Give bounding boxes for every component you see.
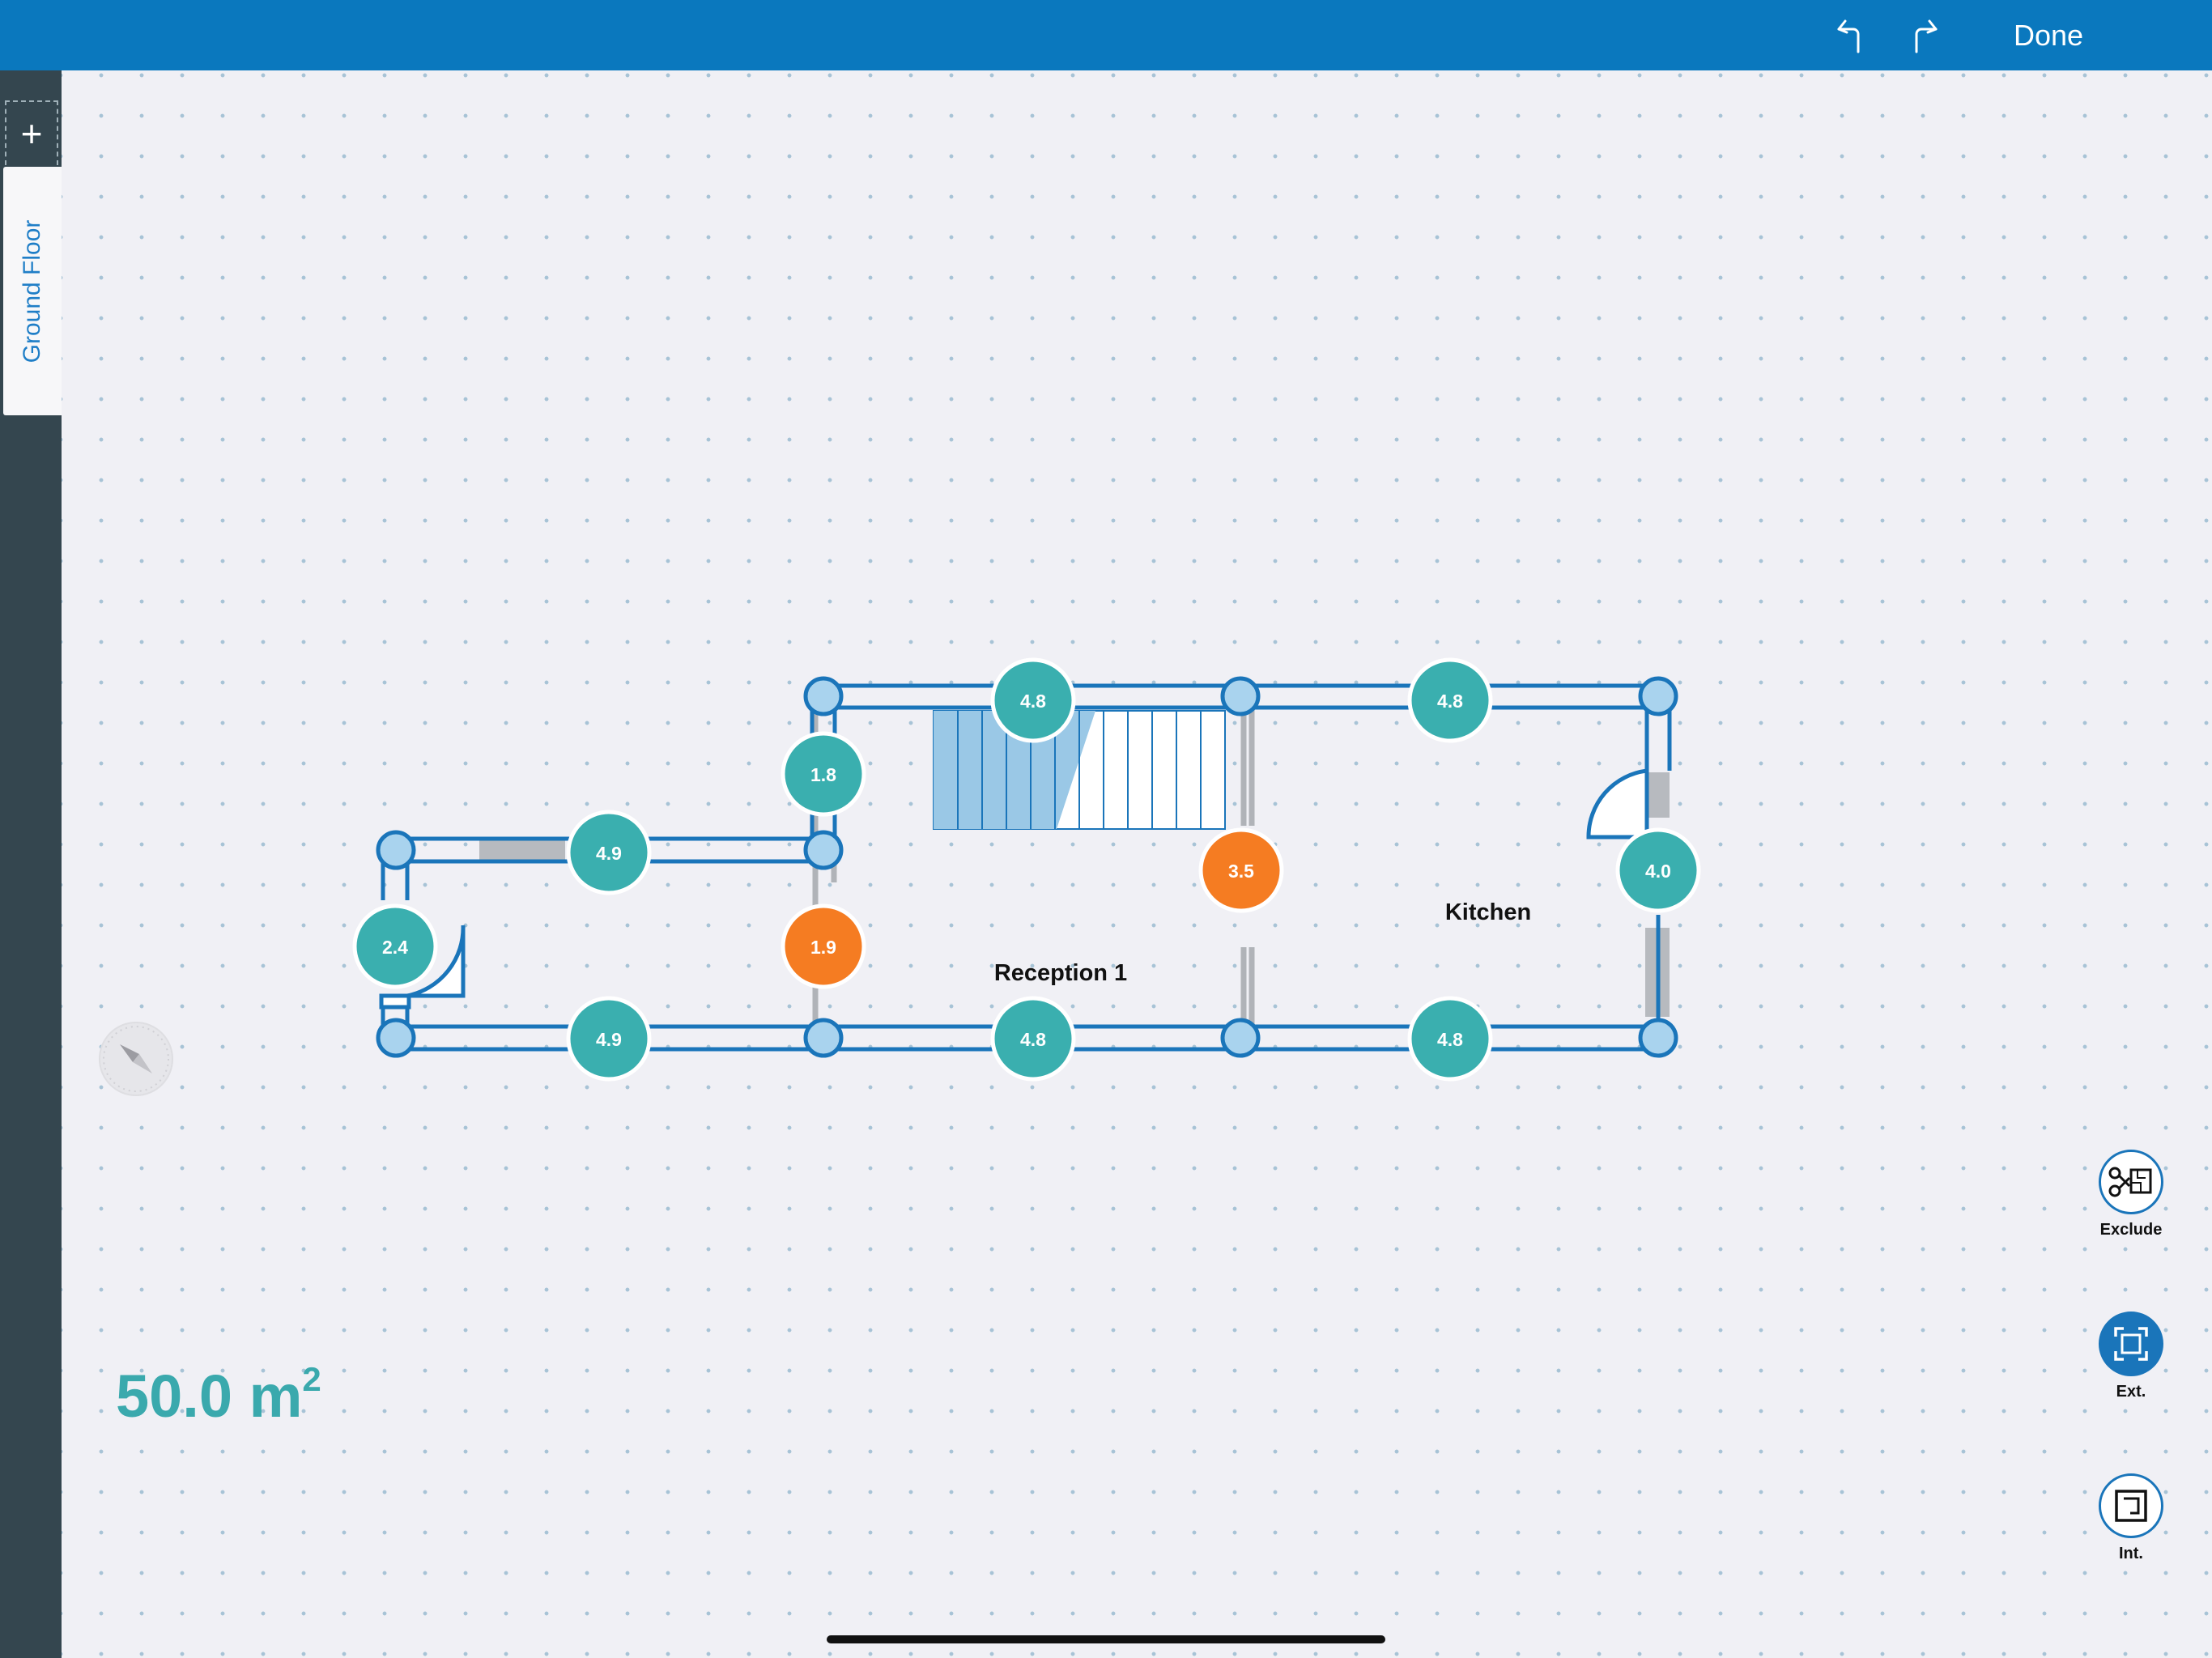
- exterior-button[interactable]: [2099, 1312, 2163, 1376]
- redo-button[interactable]: [1903, 15, 1951, 57]
- add-floor-button[interactable]: +: [5, 100, 58, 165]
- tab-ground-floor[interactable]: Ground Floor: [3, 167, 62, 415]
- svg-text:3.5: 3.5: [1228, 861, 1254, 882]
- undo-button[interactable]: [1823, 15, 1872, 57]
- measure-hall-top[interactable]: 4.9: [566, 810, 652, 895]
- interior-tool[interactable]: Int.: [2095, 1473, 2167, 1563]
- opening: [1645, 772, 1670, 818]
- top-bar: Done: [0, 0, 2212, 70]
- redo-arrow-icon: [1915, 19, 1938, 53]
- door[interactable]: [379, 925, 466, 1010]
- exterior-tool[interactable]: Ext.: [2095, 1312, 2167, 1401]
- interior-frame-icon: [2115, 1490, 2147, 1522]
- exterior-frame-icon: [2114, 1327, 2148, 1361]
- compass-icon[interactable]: [99, 1022, 173, 1096]
- svg-text:4.0: 4.0: [1645, 861, 1671, 882]
- area-unit-superscript: 2: [302, 1360, 321, 1398]
- floor-sidebar: + Ground Floor: [0, 70, 62, 1658]
- compass-needle: [103, 1026, 169, 1092]
- measure-bottom-kitchen[interactable]: 4.8: [1407, 996, 1493, 1082]
- measure-bottom-reception[interactable]: 4.8: [990, 996, 1076, 1082]
- done-button[interactable]: Done: [2013, 19, 2084, 52]
- svg-text:2.4: 2.4: [382, 937, 408, 958]
- measure-top-kitchen[interactable]: 4.8: [1407, 657, 1493, 743]
- svg-text:1.9: 1.9: [810, 937, 836, 958]
- opening: [479, 839, 565, 863]
- svg-text:4.8: 4.8: [1437, 691, 1463, 712]
- interior-button[interactable]: [2099, 1473, 2163, 1538]
- svg-text:4.8: 4.8: [1437, 1029, 1463, 1050]
- measure-stair-left[interactable]: 1.8: [781, 731, 866, 817]
- exclude-label: Exclude: [2099, 1221, 2163, 1239]
- undo-arrow-icon: [1837, 19, 1860, 53]
- room-label-kitchen[interactable]: Kitchen: [1445, 899, 1531, 925]
- door[interactable]: [1586, 768, 1649, 840]
- measure-kitchen-right[interactable]: 4.0: [1615, 827, 1701, 913]
- total-area: 50.0 m2: [116, 1360, 321, 1431]
- scissors-floorplan-icon: [2108, 1167, 2152, 1197]
- exclude-button[interactable]: [2099, 1150, 2163, 1214]
- area-value: 50.0 m: [116, 1363, 303, 1430]
- room-label-reception[interactable]: Reception 1: [994, 960, 1127, 986]
- measure-hall-left[interactable]: 2.4: [352, 903, 438, 989]
- measure-reception-kitchen-warning[interactable]: 3.5: [1198, 827, 1284, 913]
- home-indicator[interactable]: [827, 1635, 1385, 1643]
- svg-text:4.9: 4.9: [596, 1029, 622, 1050]
- svg-text:4.9: 4.9: [596, 843, 622, 864]
- measure-bottom-hall[interactable]: 4.9: [566, 996, 652, 1082]
- svg-text:1.8: 1.8: [810, 764, 836, 785]
- interior-label: Int.: [2119, 1545, 2143, 1562]
- exterior-label: Ext.: [2116, 1383, 2146, 1401]
- svg-text:4.8: 4.8: [1020, 691, 1046, 712]
- exclude-tool[interactable]: Exclude: [2095, 1150, 2167, 1239]
- measure-hall-divider-warning[interactable]: 1.9: [781, 903, 866, 989]
- wall-nodes[interactable]: [376, 676, 1678, 1058]
- stairs[interactable]: [933, 710, 1226, 830]
- svg-text:4.8: 4.8: [1020, 1029, 1046, 1050]
- measure-top-reception[interactable]: 4.8: [990, 657, 1076, 743]
